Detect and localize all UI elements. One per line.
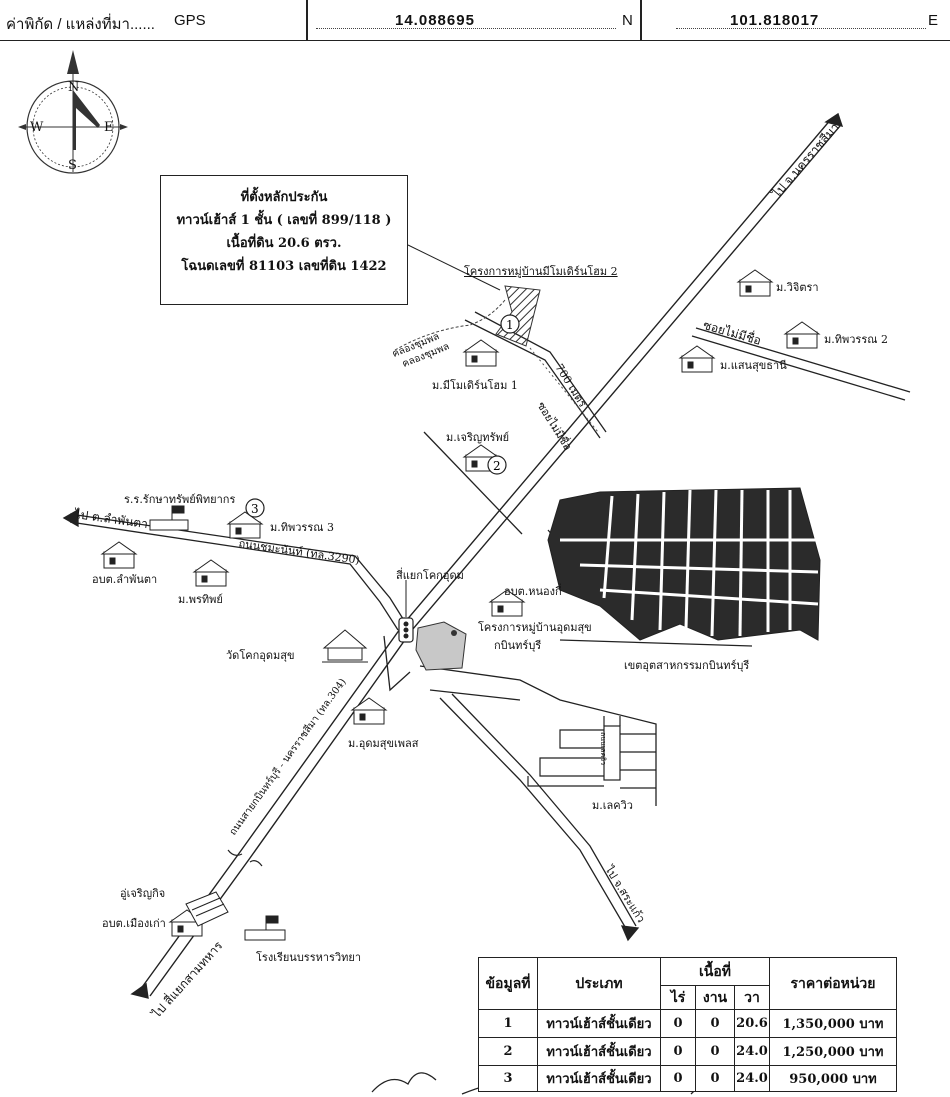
label-intersection: สี่แยกโคกอุดม [396,569,464,582]
comparable-markers [245,314,520,518]
longitude-value: 101.818017 [730,12,820,29]
label-garage: อู่เจริญกิจ [120,887,166,900]
road-3290 [62,508,406,631]
house-icons [100,269,821,937]
location-map: 1 2 3 [18,50,911,1095]
marker-1: 1 [506,318,514,332]
label-lakeview-road: ถนนเลควิว [599,732,607,766]
compass-east: E [104,120,114,135]
compass-south: S [68,158,77,173]
marker-3: 3 [251,502,259,516]
coordinate-header: ค่าพิกัด / แหล่งที่มา...... GPS 14.08869… [0,0,950,41]
canal [394,299,506,351]
th-ngan: งาน [695,985,735,1010]
latitude-suffix: N [622,12,633,29]
lakeview-estate [527,716,656,789]
info-deed-number: โฉนดเลขที่ 81103 เลขที่ดิน 1422 [181,259,387,274]
table-row: 3 ทาวน์เฮ้าส์ชั้นเดียว 0 0 24.0 950,000 … [478,1065,897,1092]
label-lakeview: ม.เลควิว [592,799,633,812]
label-school-rakkhasap: ร.ร.รักษาทรัพย์พิทยากร [124,493,236,506]
th-area: เนื้อที่ [660,957,770,986]
label-project-modern-home-2: โครงการหมู่บ้านมีโมเดิร์นโฮม 2 [464,265,618,278]
comparable-price-table: ข้อมูลที่ ประเภท เนื้อที่ ราคาต่อหน่วย ไ… [478,957,897,1092]
th-no: ข้อมูลที่ [478,957,538,1010]
label-industrial-zone: เขตอุตสาหกรรมกบินทร์บุรี [624,659,750,672]
info-title: ที่ตั้งหลักประกัน [240,190,328,205]
label-temple: วัดโคกอุดมสุข [226,649,295,662]
compass-west: W [30,120,44,135]
table-row: 2 ทาวน์เฮ้าส์ชั้นเดียว 0 0 24.0 1,250,00… [478,1037,897,1066]
label-obt-muangkao: อบต.เมืองเก่า [102,917,166,930]
th-type: ประเภท [537,957,661,1010]
label-thipwaran-2: ม.ทิพวรรณ 2 [824,333,888,346]
temple-icon [322,629,368,663]
collateral-info-box: ที่ตั้งหลักประกัน ทาวน์เฮ้าส์ 1 ชั้น ( เ… [160,175,408,305]
factory-icon [185,891,229,927]
label-charoensap: ม.เจริญทรัพย์ [446,431,510,444]
th-rai: ไร่ [660,985,696,1010]
label-project-udomsuk: โครงการหมู่บ้านอุดมสุข [478,621,592,634]
label-thipwaran-3: ม.ทิพวรรณ 3 [270,521,334,534]
table-row: 1 ทาวน์เฮ้าส์ชั้นเดียว 0 0 20.6 1,350,00… [478,1009,897,1038]
compass-north: N [68,80,80,95]
compass-rose [18,50,128,174]
label-udomsuk-place: ม.อุดมสุขเพลส [348,737,419,750]
marker-2: 2 [493,459,501,473]
label-obt-lamphan: อบต.ลำพันตา [92,573,158,586]
th-price: ราคาต่อหน่วย [769,957,897,1010]
info-property-type: ทาวน์เฮ้าส์ 1 ชั้น ( เลขที่ 899/118 ) [176,213,392,228]
label-school-nonbon: โรงเรียนบรรหารวิทยา [256,951,362,964]
school-icons [149,505,286,941]
udomsuk-project-area [415,621,467,671]
longitude-suffix: E [928,12,939,29]
label-saensukthani: ม.แสนสุขธานี [720,359,787,372]
latitude-value: 14.088695 [395,12,475,29]
th-wa: วา [734,985,770,1010]
label-obt-nongki: อบต.หนองกี่ [504,585,562,598]
label-project-udomsuk-2: กบินทร์บุรี [494,639,542,652]
label-phonthip: ม.พรทิพย์ [178,593,223,606]
label-wichitra: ม.วิจิตรา [776,281,819,294]
source-label: ค่าพิกัด / แหล่งที่มา...... [6,16,155,33]
info-land-area: เนื้อที่ดิน 20.6 ตรว. [226,236,342,251]
label-mi-modern-home-1: ม.มีโมเดิร์นโฮม 1 [432,379,518,392]
source-value: GPS [174,12,206,29]
subject-parcel [407,244,541,347]
industrial-zone [547,487,821,641]
